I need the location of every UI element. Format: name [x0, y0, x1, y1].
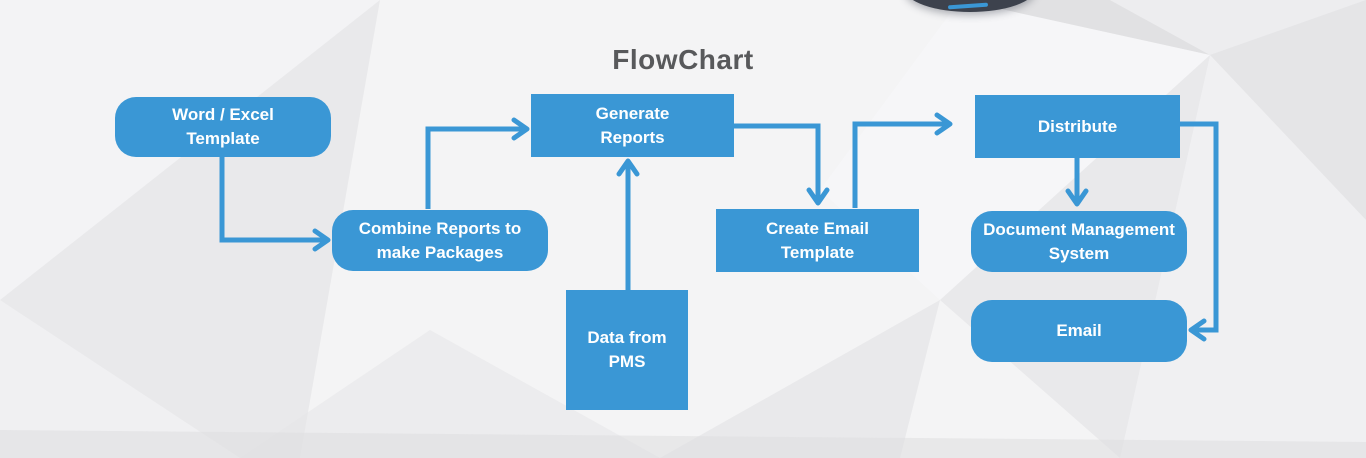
edge-distribute-to-email	[1180, 121, 1219, 342]
edge-word-excel-template-to-combine-reports	[219, 157, 331, 252]
node-document-management-system: Document Management System	[971, 211, 1187, 272]
node-word-excel-template: Word / Excel Template	[115, 97, 331, 157]
edge-create-email-template-to-distribute	[852, 112, 953, 208]
node-combine-reports: Combine Reports to make Packages	[332, 210, 548, 271]
node-data-from-pms: Data from PMS	[566, 290, 688, 410]
edge-generate-reports-to-create-email-template	[734, 123, 830, 206]
edge-combine-reports-to-generate-reports	[425, 117, 530, 209]
node-create-email-template: Create Email Template	[716, 209, 919, 272]
node-email: Email	[971, 300, 1187, 362]
page-title: FlowChart	[612, 44, 754, 75]
node-generate-reports: Generate Reports	[531, 94, 734, 157]
node-distribute: Distribute	[975, 95, 1180, 158]
